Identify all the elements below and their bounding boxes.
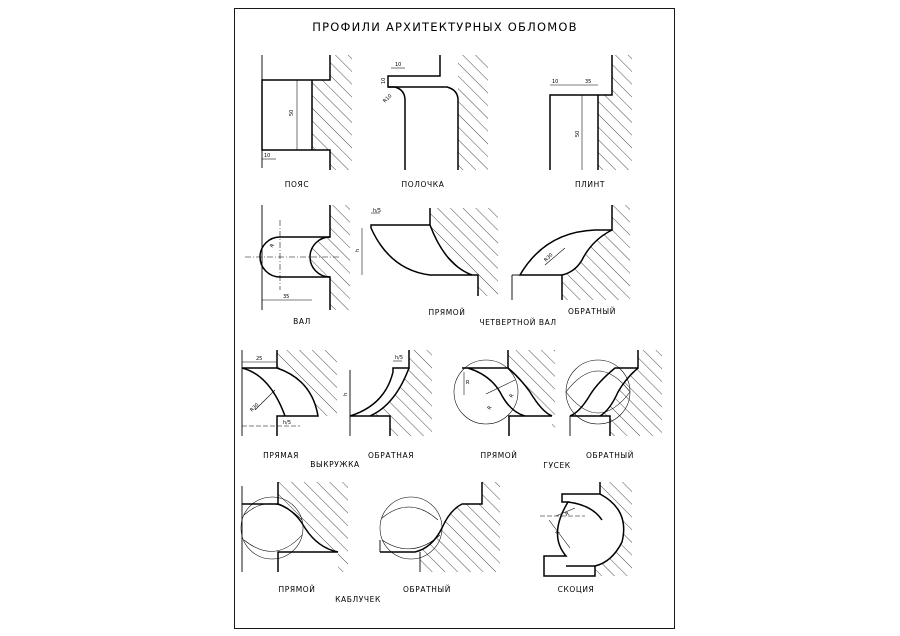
label-obratny-3: ОБРАТНЫЙ: [403, 585, 451, 594]
svg-text:h/5: h/5: [283, 420, 291, 426]
sheet-border: [234, 8, 675, 629]
label-gusek: ГУСЕК: [543, 461, 571, 470]
svg-text:10: 10: [552, 79, 558, 85]
svg-text:h: h: [355, 249, 361, 252]
profile-poyas: 50 10 ПОЯС: [261, 55, 352, 189]
svg-text:R: R: [487, 405, 494, 411]
profile-gusek-obratny: ОБРАТНЫЙ: [565, 350, 662, 460]
label-pryamoy-1: ПРЯМОЙ: [429, 308, 466, 317]
profile-kabluchek-obratny: ОБРАТНЫЙ: [379, 482, 500, 594]
svg-text:h/5: h/5: [373, 208, 381, 214]
page-title: ПРОФИЛИ АРХИТЕКТУРНЫХ ОБЛОМОВ: [312, 20, 577, 34]
svg-text:R: R: [509, 393, 516, 399]
profile-vykruzhka-obratnaya: h/5 h ОБРАТНАЯ: [343, 350, 432, 460]
svg-text:R: R: [555, 529, 562, 536]
label-polochka: ПОЛОЧКА: [402, 180, 445, 189]
label-obratny-1: ОБРАТНЫЙ: [568, 307, 616, 316]
label-skotsiya: СКОЦИЯ: [558, 585, 595, 594]
svg-text:R10: R10: [382, 93, 393, 104]
label-pryamoy-3: ПРЯМОЙ: [279, 585, 316, 594]
label-obratnaya: ОБРАТНАЯ: [368, 451, 414, 460]
svg-text:R: R: [466, 380, 470, 386]
label-pryamaya: ПРЯМАЯ: [263, 451, 299, 460]
label-plint: ПЛИНТ: [575, 180, 605, 189]
svg-text:R: R: [565, 511, 571, 518]
svg-text:h: h: [343, 393, 349, 396]
profile-plint: 10 35 50 ПЛИНТ: [549, 55, 632, 189]
svg-text:35: 35: [283, 294, 289, 300]
profile-skotsiya: R R СКОЦИЯ: [540, 482, 632, 594]
label-kabluchek: КАБЛУЧЕК: [335, 595, 381, 604]
svg-text:10: 10: [264, 153, 270, 159]
svg-text:35: 35: [585, 79, 591, 85]
profile-kabluchek-pryamoy: ПРЯМОЙ: [240, 482, 348, 594]
svg-text:R: R: [269, 242, 276, 249]
profile-gusek-pryamoy: R R R ПРЯМОЙ: [453, 350, 555, 460]
profile-vykruzhka-pryamaya: 25 R30 h/5 ПРЯМАЯ: [241, 350, 337, 460]
svg-text:10: 10: [395, 62, 401, 68]
svg-text:h/5: h/5: [395, 355, 403, 361]
profile-polochka: 10 10 R10 ПОЛОЧКА: [381, 55, 488, 189]
svg-text:50: 50: [575, 131, 581, 137]
svg-text:25: 25: [256, 356, 262, 362]
label-val: ВАЛ: [293, 317, 311, 326]
svg-text:50: 50: [289, 110, 295, 116]
label-pryamoy-2: ПРЯМОЙ: [481, 451, 518, 460]
label-vykruzhka: ВЫКРУЖКА: [310, 460, 360, 469]
label-chetvertnoy-val: ЧЕТВЕРТНОЙ ВАЛ: [479, 318, 556, 327]
profile-chetvertnoy-val-obratny: R30 ОБРАТНЫЙ: [511, 205, 630, 316]
label-obratny-2: ОБРАТНЫЙ: [586, 451, 634, 460]
profile-val: R 35 ВАЛ: [245, 205, 350, 326]
svg-text:10: 10: [381, 78, 387, 84]
profile-chetvertnoy-val-pryamoy: h/5 h ПРЯМОЙ: [355, 208, 498, 317]
label-poyas: ПОЯС: [285, 180, 309, 189]
svg-text:R30: R30: [249, 402, 260, 413]
svg-text:R30: R30: [543, 252, 554, 263]
